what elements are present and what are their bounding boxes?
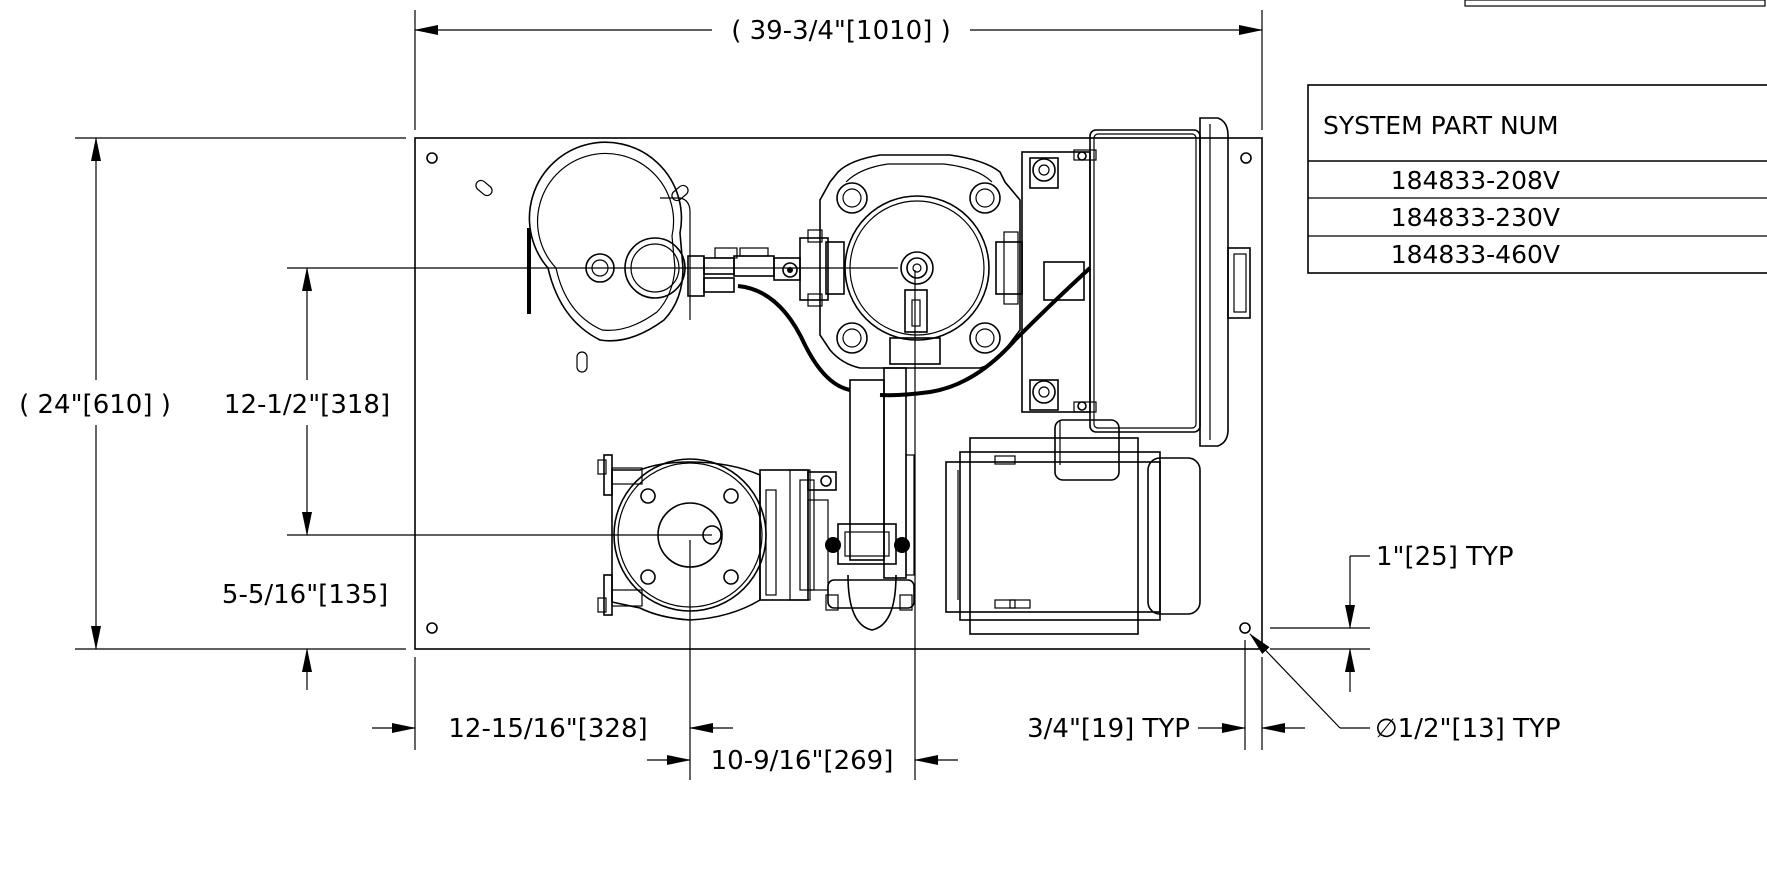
mounting-hole-bottom-left <box>426 622 438 634</box>
left-offset-label: 12-15/16"[328] <box>448 714 647 744</box>
dim-overall-height: ( 24"[610] ) <box>19 137 406 650</box>
center-offset-label: 10-9/16"[269] <box>711 746 894 776</box>
lower-vertical-label: 5-5/16"[135] <box>222 580 388 610</box>
mounting-hole-bottom-right <box>1239 622 1251 634</box>
table-row: 184833-460V <box>1391 240 1560 269</box>
base-plate <box>414 137 1263 650</box>
control-box <box>879 117 1251 447</box>
dim-center-offset: 10-9/16"[269] <box>647 746 958 776</box>
mounting-hole-top-left <box>426 152 438 164</box>
part-number-table: SYSTEM PART NUM 184833-208V 184833-230V … <box>1307 0 1767 274</box>
pump-head <box>807 154 1023 369</box>
dim-lower-vertical: 5-5/16"[135] <box>222 580 388 690</box>
table-row: 184833-208V <box>1391 166 1560 195</box>
hole-offset-label: 1"[25] TYP <box>1376 542 1514 572</box>
overall-height-label: ( 24"[610] ) <box>19 390 171 420</box>
dim-hole-offset: 1"[25] TYP <box>1270 542 1514 692</box>
edge-offset-label: 3/4"[19] TYP <box>1027 714 1190 744</box>
dim-hole-diameter: ∅1/2"[13] TYP <box>1249 633 1561 744</box>
table-row: 184833-230V <box>1391 203 1560 232</box>
dim-overall-width: ( 39-3/4"[1010] ) <box>414 10 1263 130</box>
vertical-tube <box>825 367 915 631</box>
overall-width-label: ( 39-3/4"[1010] ) <box>731 16 951 46</box>
hole-diameter-label: ∅1/2"[13] TYP <box>1375 714 1561 744</box>
dim-left-offset: 12-15/16"[328] <box>372 657 733 750</box>
mounting-hole-top-right <box>1240 152 1252 164</box>
hose-fittings <box>687 237 851 392</box>
table-header: SYSTEM PART NUM <box>1323 111 1559 140</box>
dim-edge-offset: 3/4"[19] TYP <box>1027 640 1305 750</box>
lower-pump <box>597 454 837 621</box>
center-lines <box>287 267 916 780</box>
upper-vertical-label: 12-1/2"[318] <box>224 390 390 420</box>
filter-housing <box>527 141 691 342</box>
motor <box>945 419 1201 635</box>
dim-upper-vertical: 12-1/2"[318] <box>224 267 390 536</box>
